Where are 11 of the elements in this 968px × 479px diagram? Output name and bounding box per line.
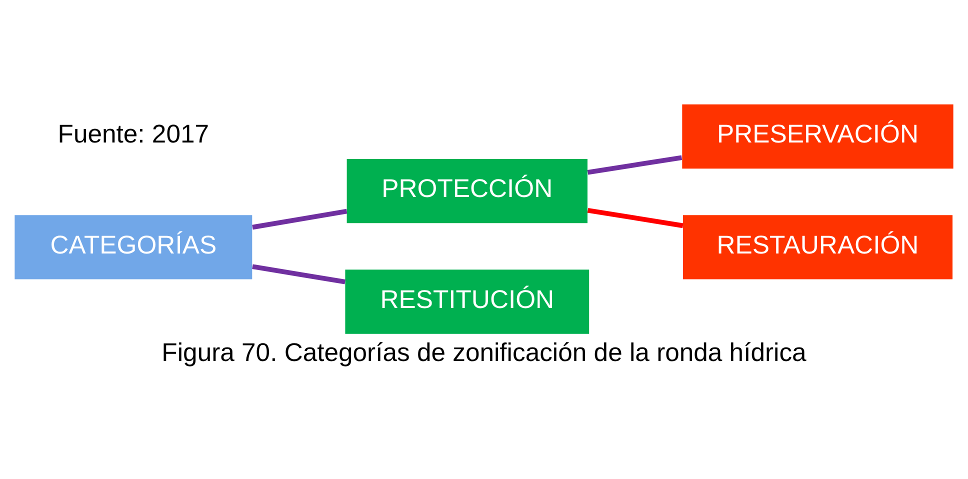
connector bbox=[587, 154, 682, 174]
caption: Figura 70. Categorías de zonificación de la ronda hídrica bbox=[162, 338, 806, 366]
connector bbox=[587, 207, 684, 228]
node-box: PROTECCIÓN bbox=[346, 158, 588, 223]
connector bbox=[252, 264, 346, 284]
connector bbox=[252, 208, 348, 230]
node-box: PRESERVACIÓN bbox=[682, 104, 954, 168]
node-box: CATEGORÍAS bbox=[14, 214, 252, 279]
label: Fuente: 2017 bbox=[58, 120, 210, 148]
node-box: RESTITUCIÓN bbox=[345, 269, 590, 334]
node-box: RESTAURACIÓN bbox=[682, 214, 953, 279]
